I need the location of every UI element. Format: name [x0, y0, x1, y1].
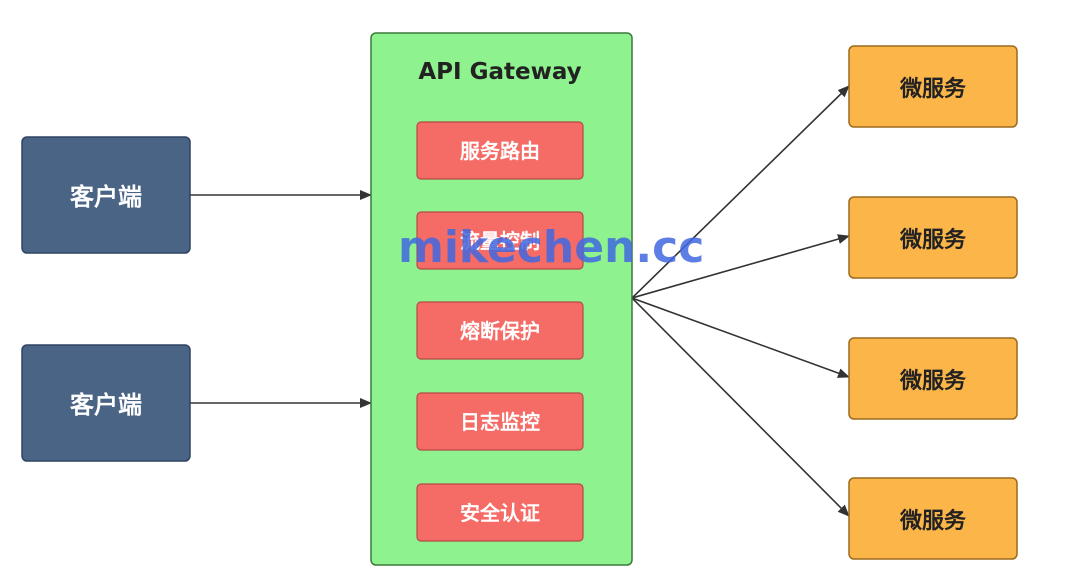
gateway-to-service-3-arrow — [631, 297, 850, 378]
microservice-label: 微服务 — [899, 508, 967, 534]
gateway-to-service-2-arrow — [631, 234, 850, 299]
feature-circuit-breaker: 熔断保护 — [416, 301, 584, 360]
client-label: 客户端 — [70, 391, 142, 419]
gateway-title: API Gateway — [418, 59, 581, 85]
watermark-text: mikechen.cc — [398, 222, 705, 273]
feature-label: 熔断保护 — [460, 319, 540, 343]
feature-service-routing: 服务路由 — [416, 121, 584, 180]
feature-label: 安全认证 — [460, 501, 540, 525]
microservice-label: 微服务 — [899, 76, 967, 102]
microservice-node: 微服务 — [848, 337, 1018, 420]
microservice-label: 微服务 — [899, 227, 967, 253]
gateway-to-service-1-arrow — [631, 85, 850, 299]
feature-label: 服务路由 — [460, 139, 540, 163]
microservice-node: 微服务 — [848, 45, 1018, 128]
microservice-node: 微服务 — [848, 477, 1018, 560]
gateway-to-service-4-arrow — [631, 297, 850, 517]
feature-label: 流量控制 — [460, 229, 540, 253]
feature-log-monitoring: 日志监控 — [416, 392, 584, 451]
feature-traffic-control: 流量控制 — [416, 211, 584, 270]
feature-security-auth: 安全认证 — [416, 483, 584, 542]
microservice-node: 微服务 — [848, 196, 1018, 279]
api-gateway-container: API Gateway 服务路由 流量控制 熔断保护 日志监控 安全认证 — [370, 32, 633, 566]
client-label: 客户端 — [70, 183, 142, 211]
client-node: 客户端 — [21, 136, 191, 254]
feature-label: 日志监控 — [460, 410, 540, 434]
client-node: 客户端 — [21, 344, 191, 462]
microservice-label: 微服务 — [899, 368, 967, 394]
